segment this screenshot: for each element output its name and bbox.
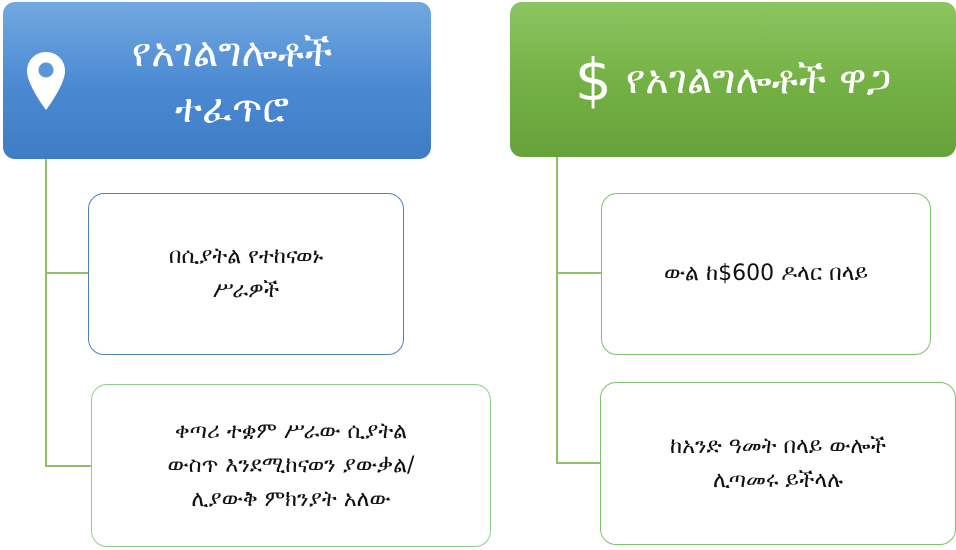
connector-branch [45, 465, 91, 467]
card-line: ሥራዎች [212, 278, 280, 303]
connector-trunk [45, 159, 47, 466]
card-line: ከአንድ ዓመት በላይ ውሎች [669, 433, 886, 459]
combined-contracts-card: ከአንድ ዓመት በላይ ውሎች ሊጣመሩ ይችላሉ [600, 382, 956, 545]
card-line: ሊያውቅ ምክንያት አለው [191, 486, 391, 512]
seattle-work-card: በሲያትል የተከናወኑ ሥራዎች [88, 193, 404, 355]
card-line: ውስጥ እንደሚከናወን ያውቃል/ [167, 452, 415, 478]
contract-amount-card: ውል ከ$600 ዶላር በላይ [601, 193, 931, 355]
service-nature-header: የአገልግሎቶች ተፈጥሮ [3, 2, 431, 159]
header-line: የአገልግሎቶች [131, 29, 333, 76]
employer-knowledge-card: ቀጣሪ ተቋም ሥራው ሲያትል ውስጥ እንደሚከናወን ያውቃል/ ሊያውቅ… [91, 384, 491, 547]
service-price-title: የአገልግሎቶች ዋጋ [625, 56, 892, 103]
connector-branch [556, 462, 600, 464]
card-line: በሲያትል የተከናወኑ [168, 244, 324, 269]
header-line: ተፈጥሮ [174, 85, 290, 132]
dollar-icon: $ [574, 45, 612, 114]
connector-trunk [556, 157, 558, 464]
service-price-header: $ የአገልግሎቶች ዋጋ [510, 2, 956, 157]
card-line: ቀጣሪ ተቋም ሥራው ሲያትል [174, 418, 408, 444]
service-nature-title: የአገልግሎቶች ተፈጥሮ [92, 25, 343, 137]
connector-branch [45, 272, 88, 274]
card-line: ውል ከ$600 ዶላር በላይ [663, 261, 869, 286]
location-pin-icon [27, 52, 65, 110]
card-line: ሊጣመሩ ይችላሉ [712, 467, 843, 493]
connector-branch [556, 272, 601, 274]
